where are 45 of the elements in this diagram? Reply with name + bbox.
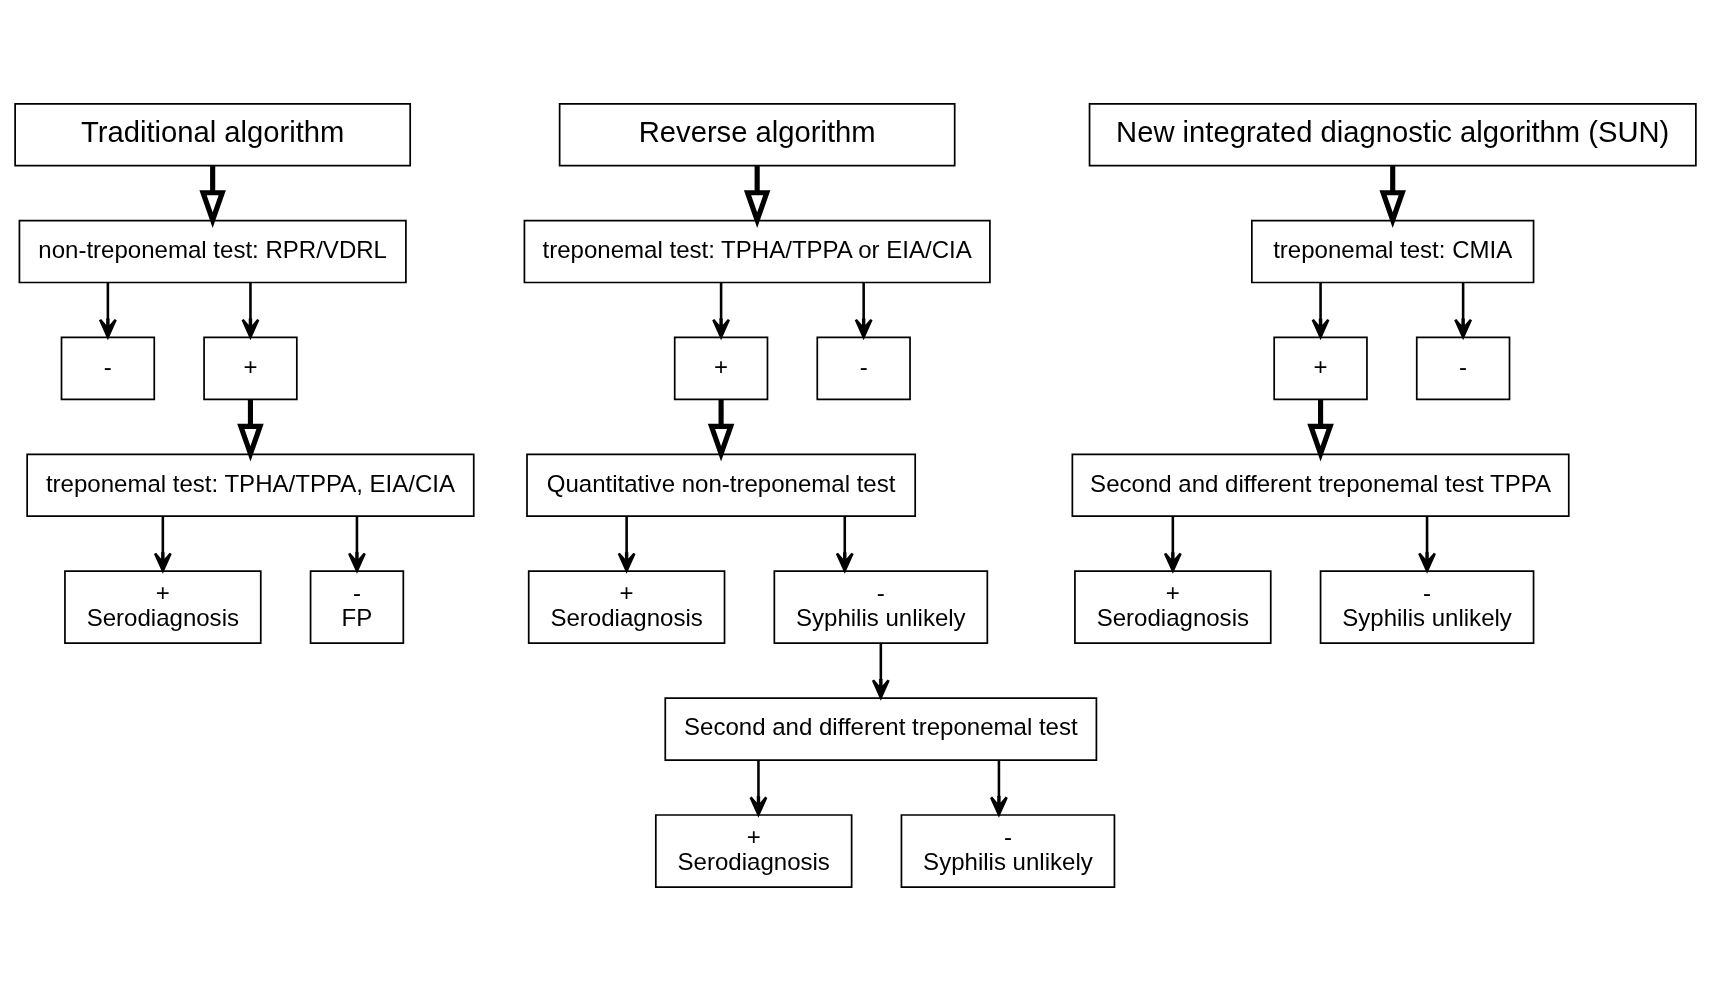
node-box: Second and different treponemal test TPPA	[1071, 452, 1570, 517]
node-box: - Syphilis unlikely	[1319, 569, 1535, 644]
arrow	[237, 399, 264, 462]
arrow	[1454, 282, 1473, 338]
node-box: Reverse algorithm	[558, 102, 956, 167]
arrow	[712, 282, 731, 338]
arrow	[1311, 282, 1330, 338]
node-box: treponemal test: TPHA/TPPA or EIA/CIA	[523, 219, 991, 283]
arrow	[871, 643, 890, 699]
arrow	[98, 282, 117, 338]
arrow	[617, 516, 636, 572]
node-box: Quantitative non-treponemal test	[526, 452, 917, 517]
arrow	[743, 165, 771, 228]
node-box: Second and different treponemal test	[664, 696, 1098, 761]
arrow	[347, 516, 366, 572]
arrow	[1418, 516, 1437, 572]
node-box: -	[816, 336, 911, 400]
node-box: -	[1415, 336, 1511, 400]
arrow	[989, 760, 1008, 816]
node-box: + Serodiagnosis	[654, 813, 853, 888]
arrow	[854, 282, 873, 338]
node-box: - FP	[309, 569, 405, 644]
arrow	[749, 760, 768, 816]
node-box: New integrated diagnostic algorithm (SUN)	[1088, 102, 1697, 167]
arrow	[199, 165, 226, 228]
arrow	[707, 399, 735, 462]
node-box: +	[1273, 336, 1368, 400]
arrow	[153, 516, 172, 572]
node-box: - Syphilis unlikely	[773, 569, 989, 644]
node-box: - Syphilis unlikely	[900, 813, 1116, 888]
arrow	[835, 516, 854, 572]
arrow	[1307, 399, 1334, 462]
arrow	[1379, 165, 1406, 228]
node-box: +	[673, 336, 769, 400]
node-box: + Serodiagnosis	[527, 569, 726, 644]
arrow	[241, 282, 260, 338]
node-box: treponemal test: TPHA/TPPA, EIA/CIA	[26, 452, 475, 517]
node-box: + Serodiagnosis	[1074, 569, 1272, 644]
node-box: Traditional algorithm	[14, 102, 412, 167]
node-box: +	[203, 336, 298, 400]
node-box: treponemal test: CMIA	[1251, 219, 1535, 283]
node-box: -	[60, 336, 156, 400]
node-box: non-treponemal test: RPR/VDRL	[18, 219, 407, 283]
arrow	[1163, 516, 1182, 572]
node-box: + Serodiagnosis	[64, 569, 262, 644]
